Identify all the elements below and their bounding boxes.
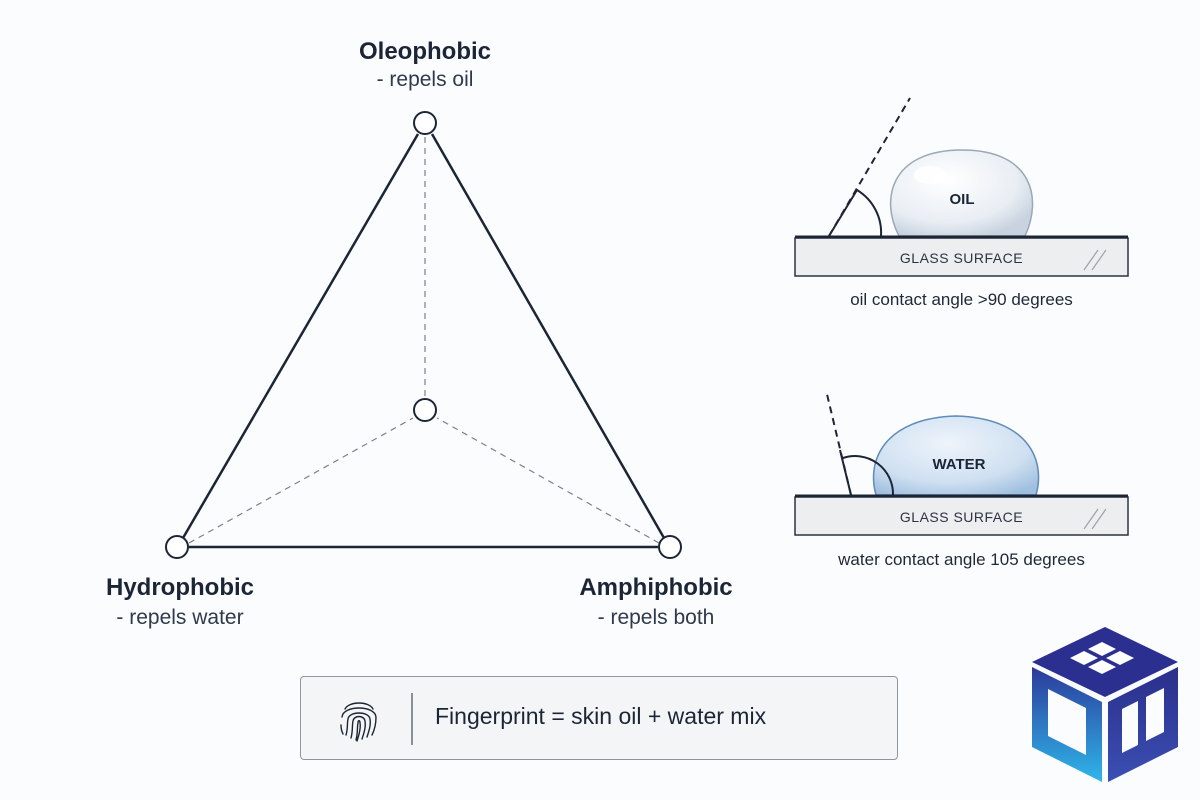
vertex-node-right	[658, 535, 682, 559]
water-panel	[794, 389, 1129, 536]
water-glass-surface	[794, 496, 1129, 536]
fingerprint-icon	[340, 702, 377, 742]
vertex-top-subtitle: - repels oil	[376, 68, 474, 91]
vertex-right-title: Amphiphobic	[579, 574, 733, 601]
callout-text: Fingerprint = skin oil + water mix	[435, 703, 767, 729]
oil-tangent-solid	[828, 189, 858, 237]
median-left	[188, 417, 414, 544]
oil-glass-surface	[794, 237, 1129, 277]
water-drop-label: WATER	[932, 456, 986, 473]
water-glass-glint-2	[1091, 508, 1107, 530]
oil-drop-label: OIL	[949, 191, 975, 208]
water-angle-arc	[842, 455, 895, 496]
edge-left	[181, 133, 420, 539]
cube-logo-icon	[1032, 627, 1178, 782]
water-caption: water contact angle 105 degrees	[838, 550, 1085, 569]
vertex-left-label: Hydrophobic - repels water	[80, 574, 280, 630]
water-drop	[872, 415, 1040, 496]
fingerprint-callout: Fingerprint = skin oil + water mix	[300, 676, 898, 760]
water-surface-label: GLASS SURFACE	[899, 509, 1024, 525]
oil-glass-glint-2	[1091, 249, 1107, 271]
oil-surface-label: GLASS SURFACE	[899, 250, 1024, 266]
center-node	[413, 398, 437, 422]
oil-panel	[794, 97, 1129, 277]
vertex-node-top	[413, 111, 437, 135]
vertex-top-title: Oleophobic	[359, 38, 491, 65]
oil-angle-arc	[856, 189, 883, 237]
vertex-right-label: Amphiphobic - repels both	[556, 574, 756, 630]
vertex-top-label: Oleophobic - repels oil	[325, 38, 525, 92]
oil-caption: oil contact angle >90 degrees	[850, 290, 1073, 309]
oil-glass-glint-1	[1083, 249, 1099, 271]
water-tangent-solid	[839, 449, 852, 496]
vertex-right-subtitle: - repels both	[597, 606, 715, 629]
edge-right	[430, 133, 666, 539]
callout-divider	[411, 693, 413, 745]
oil-drop-highlight	[914, 166, 946, 184]
water-glass-glint-1	[1083, 508, 1099, 530]
median-right	[436, 417, 660, 544]
vertex-left-title: Hydrophobic	[106, 574, 254, 601]
vertex-left-subtitle: - repels water	[116, 606, 244, 629]
vertex-node-left	[165, 535, 189, 559]
